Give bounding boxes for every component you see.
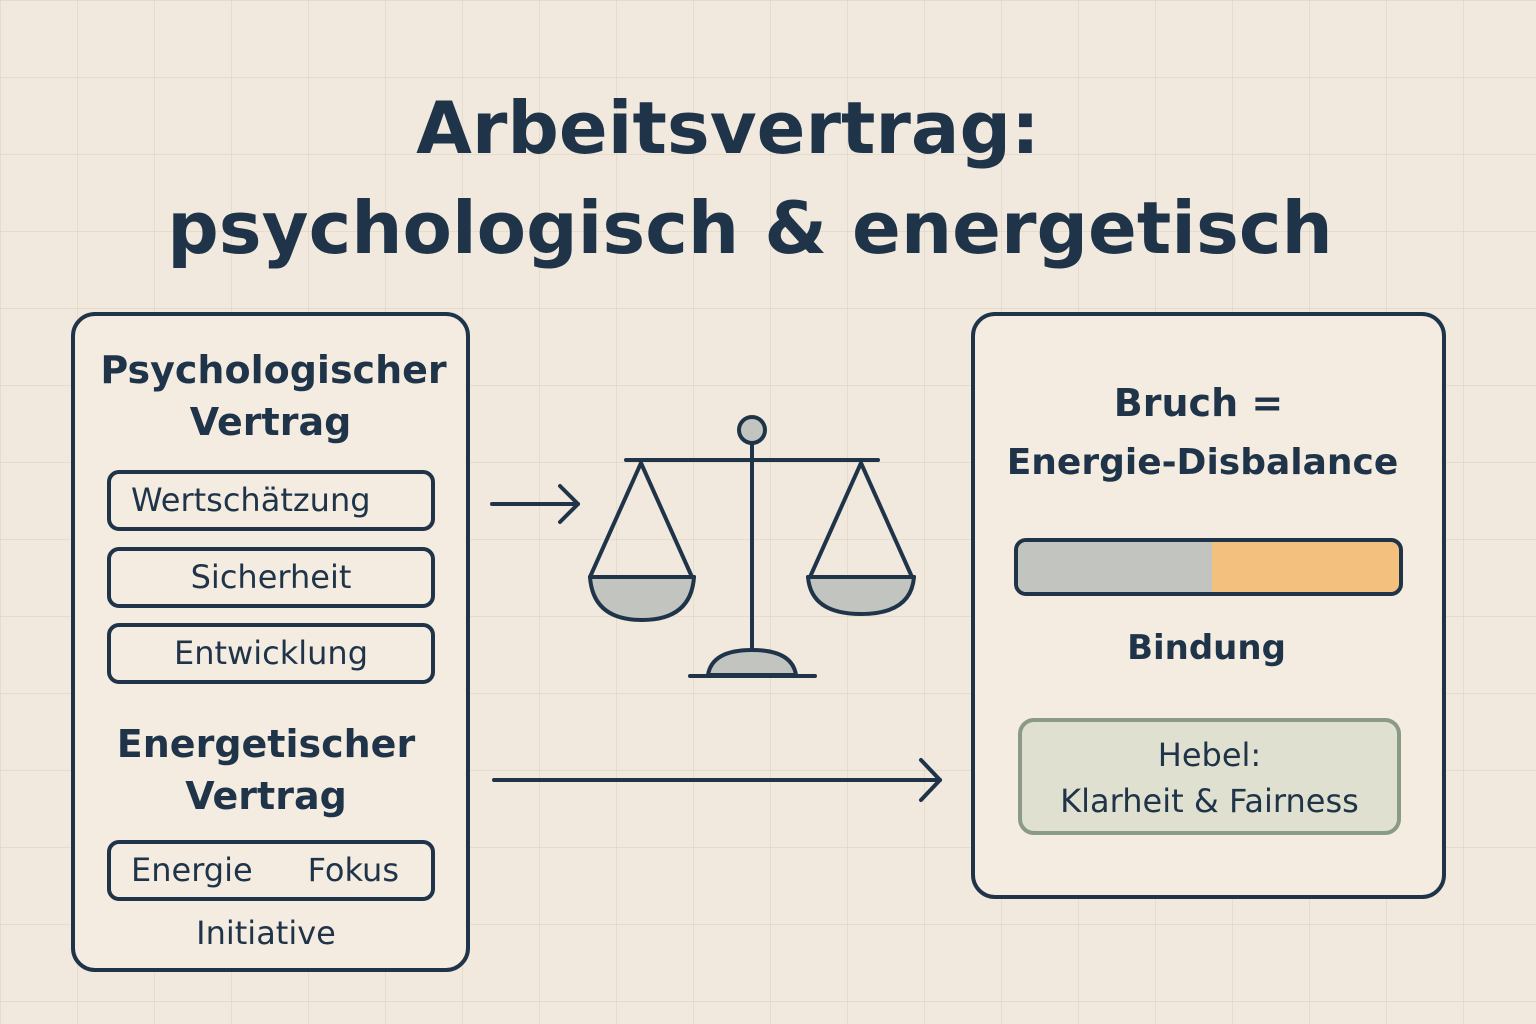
psych-heading-line-1: Psychologischer (100, 348, 447, 392)
arrow-right-icon (492, 758, 942, 802)
energy-heading-line-1: Energetischer (116, 722, 416, 766)
lever-line-2: Klarheit & Fairness (1060, 782, 1359, 820)
bar-label: Bindung (1127, 628, 1286, 668)
psych-heading-line-2: Vertrag (189, 400, 352, 444)
balance-scale-icon (588, 415, 916, 678)
energy-balance-bar (1014, 538, 1403, 596)
arrow-right-icon (490, 484, 580, 524)
breach-heading-line-2: Energie-Disbalance (1006, 442, 1399, 483)
energy-items-box: Energie Fokus (107, 840, 435, 901)
item-sicherheit: Sicherheit (107, 547, 435, 608)
item-initiative: Initiative (196, 914, 336, 952)
energy-contract-heading: Energetischer Vertrag (71, 718, 461, 822)
item-energie: Energie (131, 851, 253, 889)
lever-line-1: Hebel: (1157, 736, 1262, 774)
title-line-1: Arbeitsvertrag: (416, 86, 1040, 170)
item-wertschaetzung: Wertschätzung (107, 470, 435, 531)
item-fokus: Fokus (307, 851, 399, 889)
title-line-2: psychologisch & energetisch (167, 186, 1333, 270)
energy-heading-line-2: Vertrag (185, 774, 347, 818)
breach-heading-line-1: Bruch = (1113, 381, 1284, 425)
page-title: Arbeitsvertrag: psychologisch & energeti… (0, 78, 1536, 278)
breach-heading: Bruch = Energie-Disbalance (971, 374, 1446, 494)
lever-box: Hebel: Klarheit & Fairness (1018, 718, 1401, 835)
item-entwicklung: Entwicklung (107, 623, 435, 684)
energy-balance-bar-fill (1018, 542, 1213, 592)
psych-contract-heading: Psychologischer Vertrag (71, 344, 470, 448)
